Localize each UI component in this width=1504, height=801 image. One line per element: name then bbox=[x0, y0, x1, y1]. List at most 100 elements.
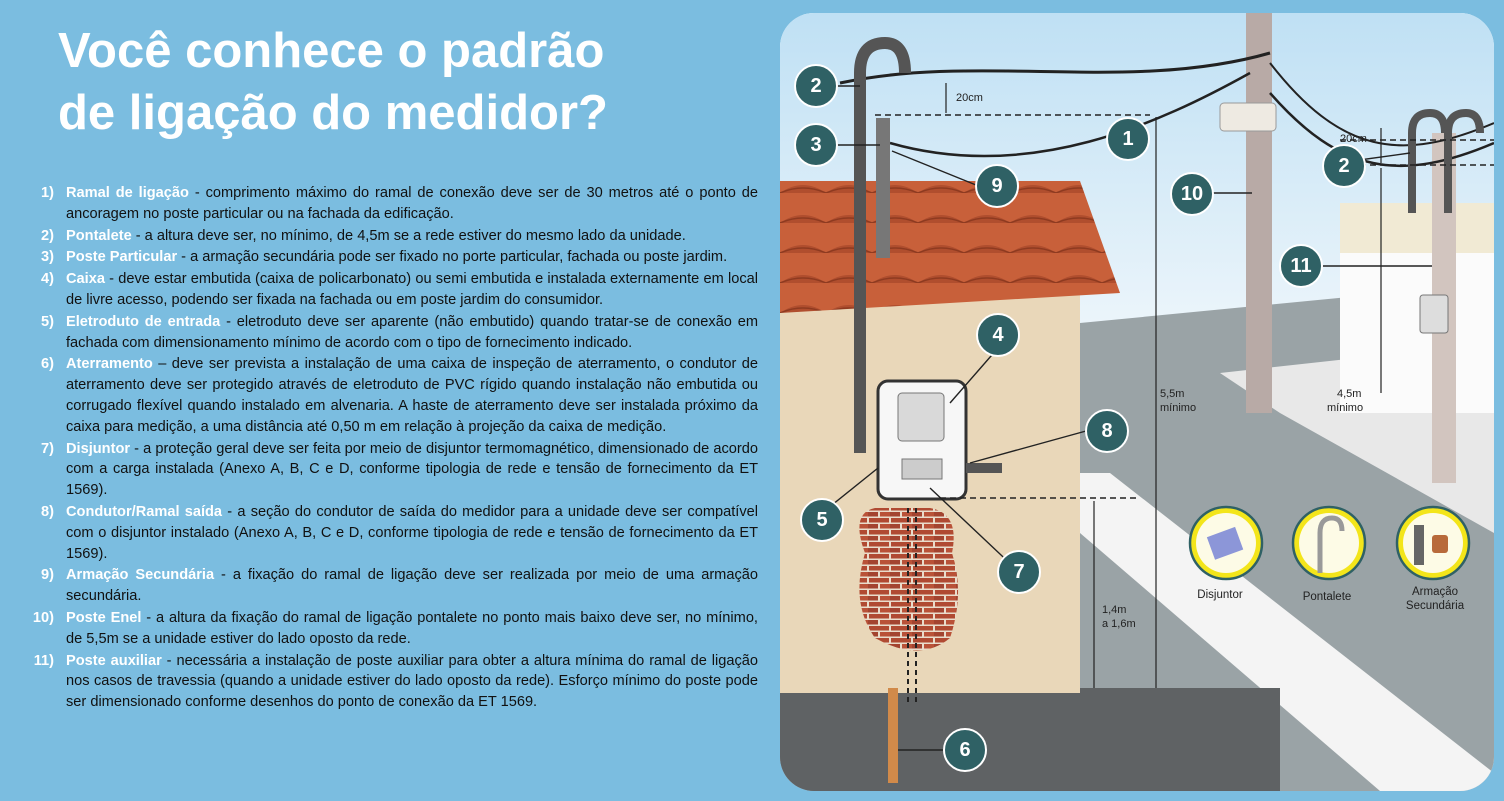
badge-3: 3 bbox=[794, 123, 838, 167]
badge-1: 1 bbox=[1106, 117, 1150, 161]
meter bbox=[897, 392, 945, 442]
inset-pontalete: Pontalete bbox=[1291, 505, 1367, 603]
item-description: - a seção do condutor de saída do medido… bbox=[66, 503, 759, 562]
svg-text:2: 2 bbox=[1338, 155, 1349, 177]
private-pole bbox=[876, 118, 890, 258]
dim-label-4-5m: 4,5m bbox=[1337, 388, 1361, 400]
roof bbox=[780, 181, 1120, 313]
badge-7: 7 bbox=[997, 550, 1041, 594]
enel-pole bbox=[1246, 13, 1272, 413]
right-pontalete-a bbox=[1408, 108, 1449, 213]
item-term: Poste auxiliar bbox=[66, 652, 162, 669]
wire-top bbox=[839, 51, 1271, 85]
wire-right bbox=[1269, 92, 1494, 168]
svg-text:10: 10 bbox=[1181, 183, 1203, 205]
title-line-2: de ligação do medidor? bbox=[58, 86, 608, 140]
item-description: - a fixação do ramal de ligação deve ser… bbox=[66, 567, 758, 605]
badge-5: 5 bbox=[800, 498, 844, 542]
pontalete-pipe bbox=[854, 36, 911, 453]
list-item: 6)Aterramento – deve ser prevista a inst… bbox=[41, 356, 758, 435]
inset-disjuntor: Disjuntor bbox=[1188, 505, 1264, 601]
badge-9: 9 bbox=[975, 164, 1019, 208]
item-term: Armação Secundária bbox=[66, 567, 215, 584]
item-description: - necessária a instalação de poste auxil… bbox=[66, 652, 758, 711]
wire-service-drop bbox=[889, 71, 1251, 158]
list-item: 1)Ramal de ligação - comprimento máximo … bbox=[41, 185, 758, 222]
dim-label-20cm: 20cm bbox=[956, 92, 983, 104]
badge-2-left: 2 bbox=[794, 64, 838, 108]
sidewalk-strip bbox=[1080, 473, 1494, 791]
item-description: - a altura da fixação do ramal de ligaçã… bbox=[66, 609, 758, 647]
bracket-icon bbox=[1414, 525, 1424, 565]
dim-label-1-6m: a 1,6m bbox=[1102, 618, 1136, 630]
list-item: 2)Pontalete - a altura deve ser, no míni… bbox=[41, 227, 686, 244]
item-description: - a altura deve ser, no mínimo, de 4,5m … bbox=[131, 227, 686, 244]
item-description: - eletroduto deve ser aparente (não embu… bbox=[66, 313, 758, 351]
svg-text:8: 8 bbox=[1101, 420, 1112, 442]
list-item: 11)Poste auxiliar - necessária a instala… bbox=[33, 652, 758, 711]
item-term: Poste Enel bbox=[66, 609, 142, 626]
inset-label-pontalete: Pontalete bbox=[1303, 591, 1352, 603]
dim-label-1-4m: 1,4m bbox=[1102, 604, 1126, 616]
ground-rod bbox=[888, 688, 898, 783]
list-item: 9)Armação Secundária - a fixação do rama… bbox=[41, 567, 758, 605]
badge-11: 11 bbox=[1279, 244, 1323, 288]
svg-text:9: 9 bbox=[991, 175, 1002, 197]
badge-6: 6 bbox=[943, 728, 987, 772]
dim-label-4-5m-min: mínimo bbox=[1327, 402, 1363, 414]
ground bbox=[780, 688, 1280, 791]
item-term: Ramal de ligação bbox=[66, 185, 189, 201]
list-item: 10)Poste Enel - a altura da fixação do r… bbox=[32, 609, 758, 647]
badge-2-right: 2 bbox=[1322, 144, 1366, 188]
list-item: 4)Caixa - deve estar embutida (caixa de … bbox=[41, 271, 758, 308]
svg-text:2: 2 bbox=[810, 75, 821, 97]
svg-text:6: 6 bbox=[959, 739, 970, 761]
title-line-1: Você conhece o padrão bbox=[58, 24, 605, 78]
item-description: – deve ser prevista a instalação de uma … bbox=[66, 356, 758, 435]
inset-label-armacao: Armação bbox=[1412, 586, 1458, 598]
badge-8: 8 bbox=[1085, 409, 1129, 453]
dim-label-5-5m: 5,5m bbox=[1160, 388, 1184, 400]
aux-meter-box bbox=[1419, 294, 1449, 334]
item-term: Pontalete bbox=[66, 227, 132, 244]
breaker bbox=[901, 458, 943, 480]
breaker-icon bbox=[1206, 526, 1244, 560]
item-description: - a armação secundária pode ser fixado n… bbox=[177, 249, 728, 266]
list-item: 5)Eletroduto de entrada - eletroduto dev… bbox=[41, 313, 758, 351]
svg-text:3: 3 bbox=[810, 134, 821, 156]
insulator-icon bbox=[1432, 535, 1448, 553]
badge-4: 4 bbox=[976, 313, 1020, 357]
badge-10: 10 bbox=[1170, 172, 1214, 216]
dim-label-20cm-right: 20cm bbox=[1340, 133, 1367, 145]
inset-armacao: Armação Secundária bbox=[1395, 505, 1471, 612]
item-term: Poste Particular bbox=[66, 249, 178, 266]
svg-text:11: 11 bbox=[1290, 255, 1311, 277]
page-title: Você conhece o padrão de ligação do medi… bbox=[58, 20, 758, 144]
dim-label-5-5m-min: mínimo bbox=[1160, 402, 1196, 414]
wire-right-2 bbox=[1269, 62, 1494, 147]
right-pontalete-b bbox=[1444, 108, 1484, 213]
item-term: Disjuntor bbox=[66, 440, 131, 457]
inset-label-disjuntor: Disjuntor bbox=[1197, 589, 1243, 601]
diagram-svg: 20cm 20cm 5,5m mínimo 4,5m mínimo 1,4m a… bbox=[780, 13, 1494, 791]
item-description: - deve estar embutida (caixa de policarb… bbox=[66, 271, 758, 308]
svg-text:4: 4 bbox=[992, 324, 1004, 346]
pontalete-icon bbox=[1317, 515, 1345, 573]
installation-diagram: 20cm 20cm 5,5m mínimo 4,5m mínimo 1,4m a… bbox=[780, 13, 1494, 791]
requirements-list: 1)Ramal de ligação - comprimento máximo … bbox=[14, 183, 758, 714]
item-term: Aterramento bbox=[66, 356, 153, 373]
list-item: 7)Disjuntor - a proteção geral deve ser … bbox=[41, 440, 758, 499]
right-building-wall bbox=[1340, 253, 1494, 413]
brick-wall bbox=[859, 508, 959, 651]
svg-text:5: 5 bbox=[816, 509, 827, 531]
svg-text:7: 7 bbox=[1013, 561, 1024, 583]
item-description: - comprimento máximo do ramal de conexão… bbox=[66, 185, 758, 222]
pole-box bbox=[1219, 102, 1277, 132]
list-item: 3)Poste Particular - a armação secundári… bbox=[41, 249, 728, 266]
item-term: Condutor/Ramal saída bbox=[66, 503, 223, 520]
item-description: - a proteção geral deve ser feita por me… bbox=[66, 440, 758, 499]
item-term: Caixa bbox=[66, 271, 105, 288]
item-term: Eletroduto de entrada bbox=[66, 313, 221, 330]
list-item: 8)Condutor/Ramal saída - a seção do cond… bbox=[41, 503, 759, 562]
inset-label-secundaria: Secundária bbox=[1406, 600, 1465, 612]
